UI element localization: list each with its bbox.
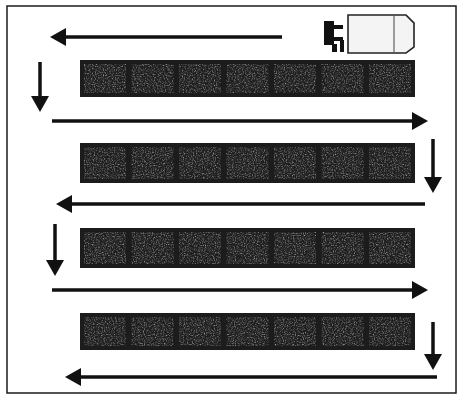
robot-front-bracket bbox=[324, 21, 334, 45]
panel-module bbox=[226, 232, 269, 264]
panel-module bbox=[274, 317, 316, 346]
panel-row bbox=[80, 60, 415, 97]
path-arrows bbox=[31, 28, 442, 386]
panel-rows bbox=[80, 60, 415, 350]
arrow-head bbox=[424, 354, 442, 370]
panel-module bbox=[226, 147, 269, 179]
panel-module bbox=[131, 317, 174, 346]
panel-module bbox=[274, 64, 316, 93]
arrow-head bbox=[412, 281, 428, 299]
arrow-right bbox=[52, 281, 428, 299]
panel-module bbox=[321, 147, 364, 179]
panel-module bbox=[179, 64, 221, 93]
panel-module bbox=[226, 317, 269, 346]
robot-front-wheel bbox=[332, 44, 337, 52]
arrow-left bbox=[50, 28, 282, 46]
panel-module bbox=[131, 64, 174, 93]
arrow-left bbox=[56, 195, 425, 213]
panel-module bbox=[179, 317, 221, 346]
arrow-head bbox=[31, 96, 49, 112]
arrow-head bbox=[56, 195, 72, 213]
arrow-head bbox=[50, 28, 66, 46]
arrow-left bbox=[65, 368, 437, 386]
arrow-down bbox=[46, 224, 64, 276]
panel-module bbox=[179, 147, 221, 179]
arrow-head bbox=[46, 260, 64, 276]
panel-module bbox=[131, 232, 174, 264]
panel-module bbox=[321, 232, 364, 264]
panel-module bbox=[274, 147, 316, 179]
arrow-right bbox=[52, 112, 428, 130]
panel-module bbox=[369, 317, 411, 346]
panel-module bbox=[274, 232, 316, 264]
panel-row bbox=[80, 143, 415, 183]
panel-module bbox=[179, 232, 221, 264]
arrow-down bbox=[424, 322, 442, 370]
panel-row bbox=[80, 313, 415, 350]
arrow-head bbox=[65, 368, 81, 386]
robot-front-arm-bottom bbox=[334, 37, 343, 41]
panel-module bbox=[84, 317, 126, 346]
arrow-down bbox=[31, 62, 49, 112]
panel-module bbox=[226, 64, 269, 93]
arrow-head bbox=[424, 177, 442, 193]
panel-module bbox=[321, 64, 364, 93]
robot-body bbox=[347, 14, 415, 54]
panel-module bbox=[369, 147, 411, 179]
robot-front-wheel-2 bbox=[340, 40, 344, 52]
panel-module bbox=[131, 147, 174, 179]
panel-row bbox=[80, 228, 415, 268]
robot-front-arm-top bbox=[334, 25, 343, 29]
arrow-down bbox=[424, 139, 442, 193]
diagram-frame bbox=[6, 5, 457, 394]
panel-module bbox=[84, 64, 126, 93]
panel-module bbox=[84, 147, 126, 179]
panel-module bbox=[321, 317, 364, 346]
cleaning-robot-icon bbox=[324, 14, 415, 54]
panel-module bbox=[84, 232, 126, 264]
arrow-head bbox=[412, 112, 428, 130]
panel-module bbox=[369, 232, 411, 264]
panel-module bbox=[369, 64, 411, 93]
